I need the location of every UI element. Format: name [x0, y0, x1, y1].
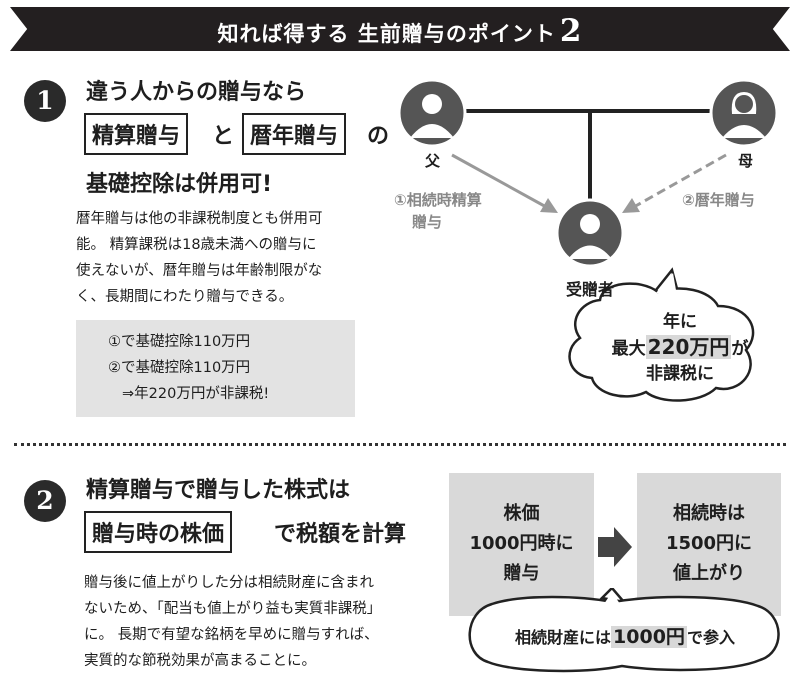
connector-to: と: [212, 124, 235, 149]
bubble-line: 非課税に: [646, 364, 714, 384]
box-rise-to-1500: 相続時は 1500円に 値上がり: [637, 473, 781, 616]
point-1-heading-line3: 基礎控除は併用可!: [86, 172, 273, 197]
point-2-body: 贈与後に値上がりした分は相続財産に含まれ ないため、「配当も値上がり益も実質非課…: [84, 570, 424, 674]
box-line: 贈与: [503, 563, 540, 584]
bubble-post: で参入: [686, 628, 735, 647]
particle-no: の: [367, 124, 390, 149]
body-line: 暦年贈与は他の非課税制度とも併用可: [76, 211, 323, 227]
body-line: 能。 精算課税は18歳未満への贈与に: [76, 237, 317, 253]
arrow-left-head: [540, 198, 558, 213]
arrow-left-label-line: ①相続時精算: [394, 191, 482, 209]
mother-label: 母: [738, 152, 754, 170]
banner-number: 2: [559, 13, 583, 49]
note-box: ①で基礎控除110万円 ②で基礎控除110万円 ⇒年220万円が非課税!: [76, 320, 355, 417]
bubble-pre: 相続財産には: [515, 628, 612, 647]
box-line: 株価: [503, 503, 540, 524]
arrow-right-line: [631, 153, 727, 210]
box-seisan-zouyo: 精算贈与: [84, 113, 189, 155]
box-line: 値上がり: [673, 563, 745, 584]
point-1-body: 暦年贈与は他の非課税制度とも併用可 能。 精算課税は18歳未満への贈与に 使えな…: [76, 206, 376, 310]
bubble-amount: 1000円: [611, 626, 687, 648]
section-divider: [14, 443, 786, 446]
note-line: ⇒年220万円が非課税!: [122, 386, 270, 402]
point-2-heading-line1: 精算贈与で贈与した株式は: [86, 478, 351, 503]
right-arrow-icon: [598, 527, 632, 567]
bubble-amount: 220万円: [645, 335, 732, 359]
box-zouyo-ji-kabuka: 贈与時の株価: [84, 511, 233, 553]
box-gift-at-1000: 株価 1000円時に 贈与: [449, 473, 594, 616]
body-line: に。 長期で有望な銘柄を早めに贈与すれば、: [84, 627, 379, 643]
note-line: ②で基礎控除110万円: [108, 360, 251, 376]
point-1-badge: 1: [24, 80, 66, 122]
point-1-heading-line1: 違う人からの贈与なら: [86, 80, 307, 105]
arrow-left-label: ①相続時精算 贈与: [394, 189, 482, 233]
box-line: 相続時は: [673, 503, 745, 524]
arrow-right-label: ②暦年贈与: [682, 191, 755, 209]
arrow-left-label-line: 贈与: [412, 213, 443, 231]
body-line: 贈与後に値上がりした分は相続財産に含まれ: [84, 575, 374, 591]
box-line: 1500円に: [665, 533, 753, 554]
arrow-right-head: [622, 198, 640, 213]
body-line: 使えないが、暦年贈与は年齢制限がな: [76, 263, 323, 279]
point-2-badge: 2: [24, 480, 66, 522]
arrow-left-line: [451, 153, 549, 210]
recipient-icon: [555, 198, 625, 268]
body-line: く、長期間にわたり贈与できる。: [76, 289, 294, 305]
body-line: ないため、「配当も値上がり益も実質非課税」: [84, 601, 382, 617]
point-2-heading-post: で税額を計算: [274, 522, 407, 547]
mother-icon: [709, 78, 779, 148]
body-line: 実質的な節税効果が高まることに。: [84, 653, 316, 669]
father-label: 父: [425, 152, 441, 170]
recipient-label: 受贈者: [566, 280, 615, 299]
box-line: 1000円時に: [469, 533, 574, 554]
box-rekinen-zouyo: 暦年贈与: [242, 113, 347, 155]
note-line: ①で基礎控除110万円: [108, 334, 251, 350]
bubble-line: 年に: [663, 312, 697, 332]
father-icon: [397, 78, 467, 148]
